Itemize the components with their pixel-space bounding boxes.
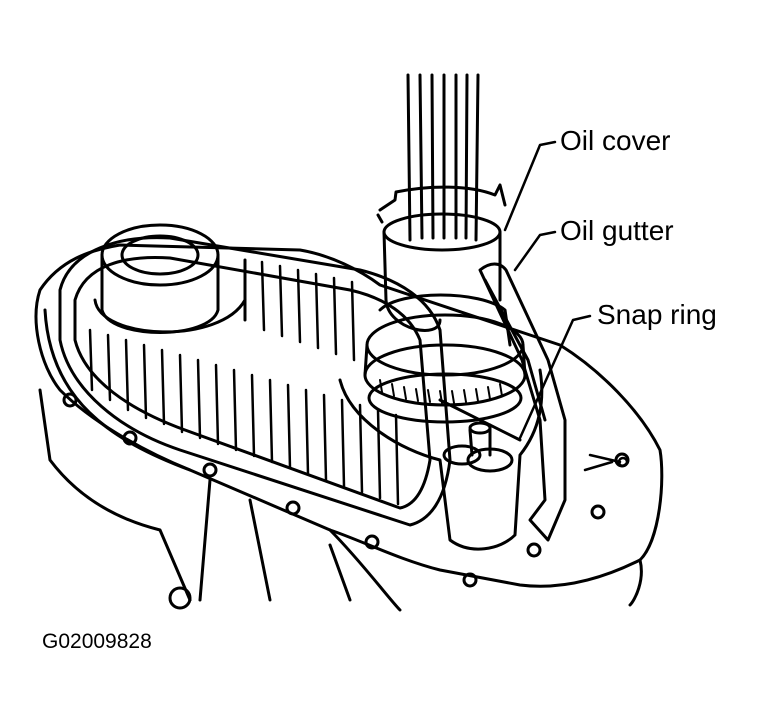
figure-id: G02009828 [42,630,152,653]
oil-gutter-label: Oil gutter [560,215,674,246]
output-shaft [406,73,480,242]
snap-ring-label: Snap ring [597,299,717,330]
oil-gutter [478,262,567,542]
oil-cover-label: Oil cover [560,125,671,156]
case-housing [34,243,664,612]
leader-lines [503,140,629,472]
oil-cover [376,183,507,332]
front-sprocket [93,223,247,334]
oil-gutter-leader [513,230,557,272]
oil-cover-leader [503,140,557,232]
snap-ring-leader [518,314,592,440]
